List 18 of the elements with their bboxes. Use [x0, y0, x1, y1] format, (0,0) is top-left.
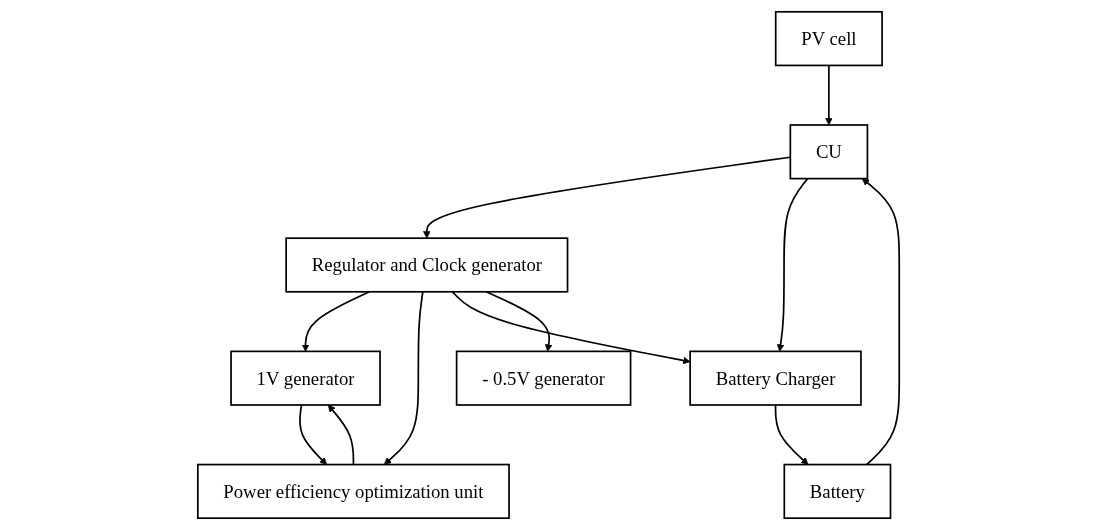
arrow [485, 290, 553, 352]
arrow [302, 290, 371, 352]
node-box: - 0.5V generator [456, 350, 632, 406]
arrow [384, 290, 425, 465]
arrow [825, 64, 834, 125]
node-box: Battery [783, 463, 892, 519]
node-box: 1V generator [230, 350, 382, 406]
node-box: Regulator and Clock generator [285, 236, 569, 293]
node-box: CU [789, 123, 869, 179]
arrow [777, 177, 809, 352]
arrow [862, 177, 901, 465]
arrow [452, 290, 691, 364]
node-box: Power efficiency optimization unit [197, 463, 511, 519]
arrow [328, 404, 355, 465]
node-box: PV cell [775, 10, 884, 66]
arrow [299, 403, 328, 465]
node-box: Battery Charger [689, 350, 863, 406]
arrow [775, 403, 809, 465]
